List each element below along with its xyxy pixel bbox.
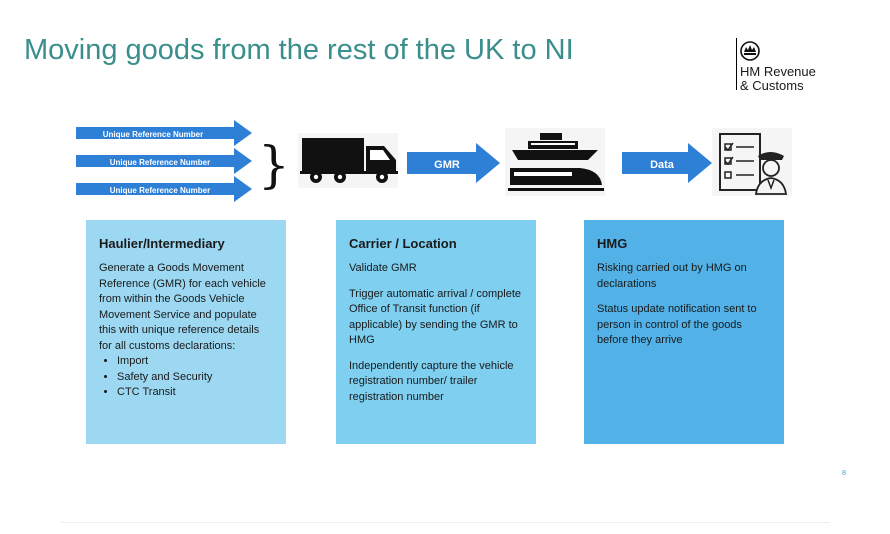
page-number: 8 <box>842 470 846 477</box>
ship-train-icon <box>505 128 605 196</box>
slide-title: Moving goods from the rest of the UK to … <box>24 34 574 66</box>
box-text: Generate a Goods Movement Reference (GMR… <box>99 262 266 352</box>
data-label: Data <box>650 159 675 171</box>
hmrc-logo: HM Revenue & Customs <box>736 38 866 98</box>
box-text: Validate GMR <box>349 262 417 274</box>
urn-arrow-2: Unique Reference Number <box>76 148 252 174</box>
gmr-arrow: GMR <box>407 143 500 183</box>
logo-line2: & Customs <box>740 78 804 93</box>
data-arrow: Data <box>622 143 712 183</box>
crown-crest-icon <box>740 41 760 61</box>
box-text: Independently capture the vehicle regist… <box>349 359 514 403</box>
list-item: CTC Transit <box>117 385 273 401</box>
carrier-location-box: Carrier / Location Validate GMR Trigger … <box>336 220 536 444</box>
gmr-label: GMR <box>434 159 460 171</box>
box-heading: Haulier/Intermediary <box>99 236 225 251</box>
customs-officer-checklist-icon <box>712 128 792 196</box>
urn-label-1: Unique Reference Number <box>103 130 203 139</box>
list-item: Import <box>117 354 273 370</box>
box-text: Trigger automatic arrival / complete Off… <box>349 287 521 347</box>
urn-label-3: Unique Reference Number <box>110 186 210 195</box>
brace: } <box>258 136 290 194</box>
hmg-box: HMG Risking carried out by HMG on declar… <box>584 220 784 444</box>
urn-arrow-1: Unique Reference Number <box>76 120 252 146</box>
urn-label-2: Unique Reference Number <box>110 158 210 167</box>
haulier-box: Haulier/Intermediary Generate a Goods Mo… <box>86 220 286 444</box>
logo-divider <box>736 38 737 90</box>
declaration-list: Import Safety and Security CTC Transit <box>99 354 273 401</box>
truck-icon <box>298 133 398 188</box>
box-text: Status update notification sent to perso… <box>597 303 757 346</box>
footer-divider <box>60 522 830 523</box>
list-item: Safety and Security <box>117 370 273 386</box>
box-heading: Carrier / Location <box>349 236 457 251</box>
box-heading: HMG <box>597 236 628 251</box>
logo-line1: HM Revenue <box>740 64 816 79</box>
box-text: Risking carried out by HMG on declaratio… <box>597 262 747 290</box>
urn-arrow-3: Unique Reference Number <box>76 176 252 202</box>
